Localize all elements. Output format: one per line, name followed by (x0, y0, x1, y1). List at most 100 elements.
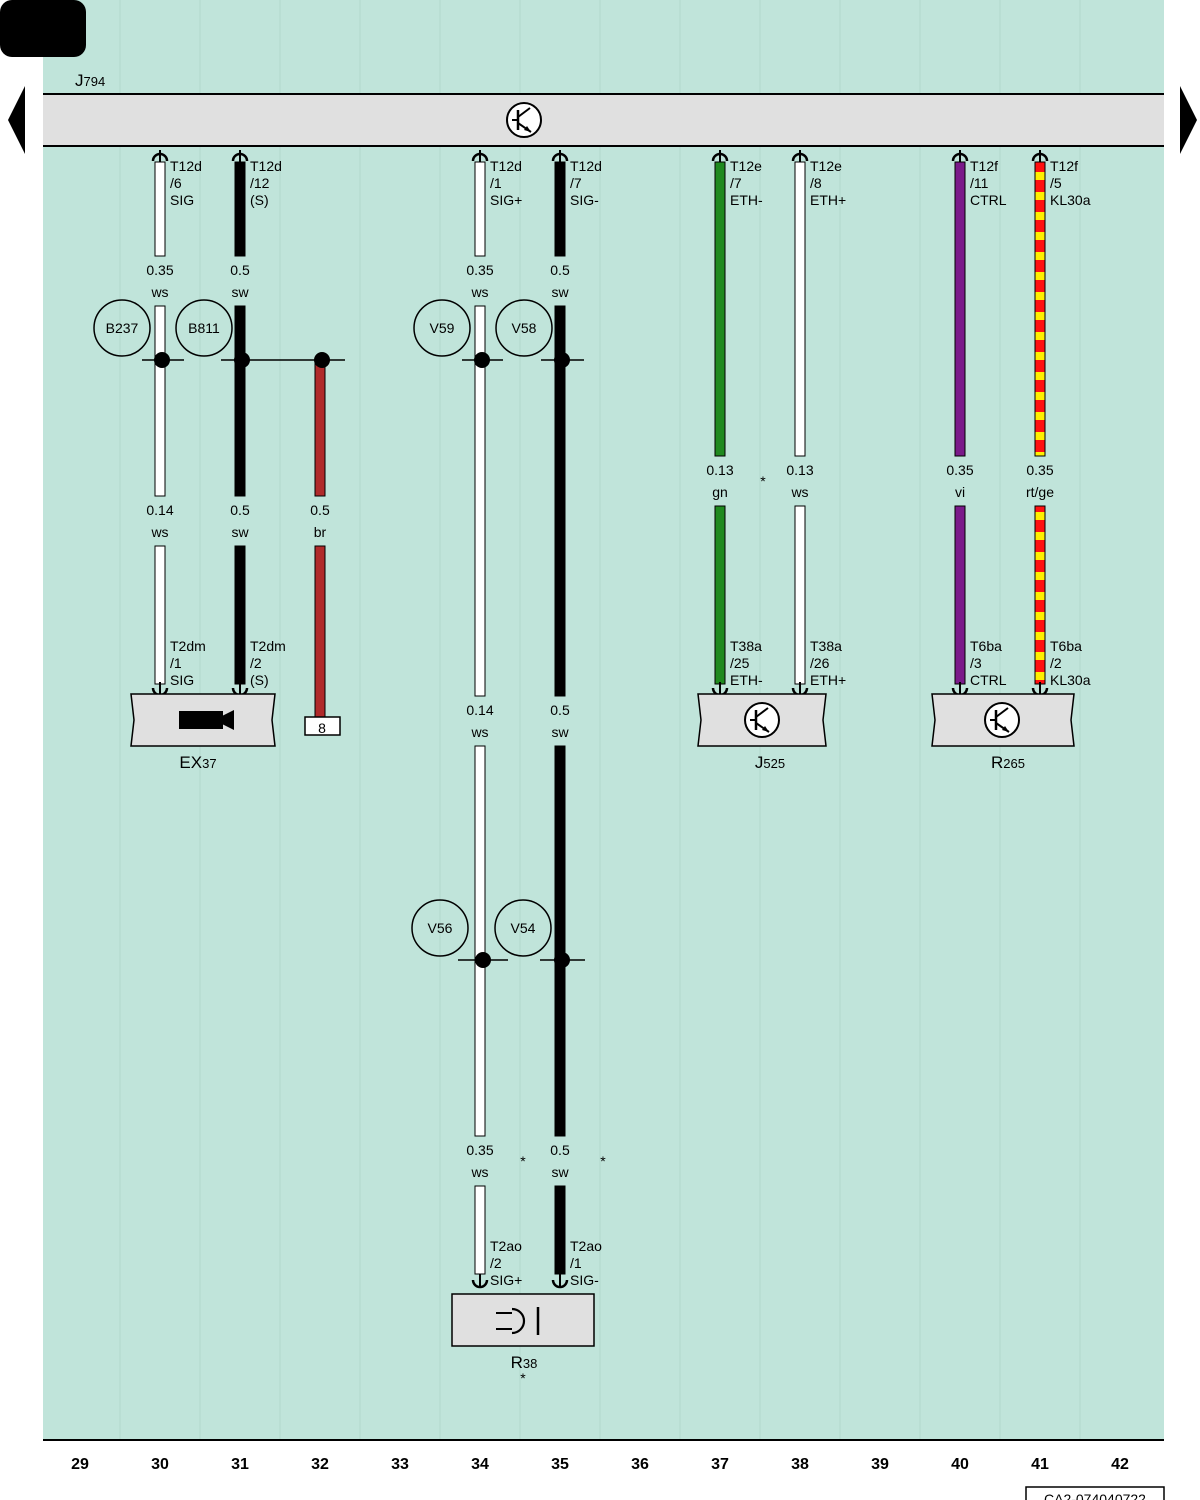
wire-segment[interactable] (1034, 505, 1046, 685)
wire-segment[interactable] (234, 161, 246, 257)
wire-37-size: 0.13 (706, 462, 733, 478)
wire-31-a-color: sw (231, 284, 249, 300)
wire-30-a-size: 0.35 (146, 262, 173, 278)
splice-dot[interactable] (475, 952, 491, 968)
wire-30-a-color: ws (150, 284, 168, 300)
bottom-pin-31-connector: T2dm (250, 638, 286, 654)
splice-dot[interactable] (474, 352, 490, 368)
column-number: 38 (791, 1456, 809, 1473)
wire-38-color: ws (790, 484, 808, 500)
transistor-icon (506, 102, 542, 138)
top-pin-38-connector: T12e (810, 158, 842, 174)
camera-icon (179, 710, 234, 730)
wire-segment[interactable] (234, 545, 246, 685)
wire-35-a-size: 0.5 (550, 262, 570, 278)
bottom-pin-31-signal: (S) (250, 672, 269, 688)
connector-symbol (471, 1279, 489, 1289)
wire-segment[interactable] (794, 161, 806, 457)
footnote-marker: * (600, 1153, 606, 1169)
bottom-pin-37-pin: /25 (730, 655, 750, 671)
bottom-pin-38-connector: T38a (810, 638, 842, 654)
wire-31-b-size: 0.5 (230, 502, 250, 518)
controller-number: 794 (84, 74, 106, 89)
top-pin-38-signal: ETH+ (810, 192, 846, 208)
junction-v56[interactable]: V56 (411, 899, 469, 957)
wire-segment[interactable] (234, 305, 246, 497)
header-badge (0, 0, 86, 57)
column-number: 32 (311, 1456, 329, 1473)
top-pin-31-signal: (S) (250, 192, 269, 208)
wire-segment[interactable] (954, 505, 966, 685)
bottom-pin-30-signal: SIG (170, 672, 194, 688)
junction-b811[interactable]: B811 (175, 299, 233, 357)
component-r38[interactable]: R38 (451, 1293, 595, 1372)
column-number: 36 (631, 1456, 649, 1473)
top-pin-40-pin: /11 (970, 175, 989, 191)
wire-segment[interactable] (474, 305, 486, 697)
node-label-b811: B811 (188, 320, 220, 336)
next-page-arrow[interactable] (1180, 86, 1197, 154)
top-pin-30-pin: /6 (170, 175, 182, 191)
wire-35-c-color: sw (551, 1164, 569, 1180)
top-pin-37-connector: T12e (730, 158, 762, 174)
top-pin-34-signal: SIG+ (490, 192, 522, 208)
bottom-pin-37-connector: T38a (730, 638, 762, 654)
node-label-v56: V56 (428, 920, 453, 936)
ground-terminal[interactable] (304, 716, 341, 736)
component-j525[interactable]: J525 (697, 693, 827, 772)
wire-segment[interactable] (554, 305, 566, 697)
top-pin-41-pin: /5 (1050, 175, 1062, 191)
wire-segment[interactable] (714, 505, 726, 685)
wire-segment[interactable] (154, 305, 166, 497)
wire-38-size: 0.13 (786, 462, 813, 478)
component-label-r38: R38 (511, 1353, 538, 1372)
splice-dot[interactable] (554, 352, 570, 368)
previous-page-arrow[interactable] (8, 86, 25, 154)
junction-v54[interactable]: V54 (494, 899, 552, 957)
wire-segment[interactable] (554, 1185, 566, 1275)
junction-b237[interactable]: B237 (93, 299, 151, 357)
splice-dot[interactable] (234, 352, 250, 368)
splice-dot[interactable] (154, 352, 170, 368)
component-label-ex37: EX37 (179, 753, 216, 772)
doc-code-box (1025, 1486, 1165, 1500)
wire-segment[interactable] (714, 161, 726, 457)
junction-v59[interactable]: V59 (413, 299, 471, 357)
splice-dot[interactable] (314, 352, 330, 368)
top-pin-40-signal: CTRL (970, 192, 1007, 208)
wire-segment[interactable] (1034, 161, 1046, 457)
bottom-pin-35-connector: T2ao (570, 1238, 602, 1254)
wire-segment[interactable] (474, 1185, 486, 1275)
footnote-marker: * (520, 1370, 526, 1386)
wire-segment[interactable] (474, 161, 486, 257)
wire-30-b-size: 0.14 (146, 502, 173, 518)
wire-segment[interactable] (154, 161, 166, 257)
splice-dot[interactable] (554, 952, 570, 968)
wire-segment[interactable] (474, 745, 486, 1137)
junction-v58[interactable]: V58 (495, 299, 553, 357)
top-pin-35-pin: /7 (570, 175, 582, 191)
wire-segment[interactable] (314, 359, 326, 497)
column-number: 34 (471, 1456, 489, 1473)
wire-41-size: 0.35 (1026, 462, 1053, 478)
wire-segment[interactable] (954, 161, 966, 457)
bottom-pin-37-signal: ETH- (730, 672, 763, 688)
column-number: 37 (711, 1456, 729, 1473)
bottom-pin-40-signal: CTRL (970, 672, 1007, 688)
wire-segment[interactable] (554, 745, 566, 1137)
bottom-pin-34-connector: T2ao (490, 1238, 522, 1254)
component-ex37[interactable]: EX37 (130, 693, 276, 772)
wire-segment[interactable] (794, 505, 806, 685)
wire-segment[interactable] (554, 161, 566, 257)
wire-31-a-size: 0.5 (230, 262, 250, 278)
top-pin-41-connector: T12f (1050, 158, 1078, 174)
wire-35-c-size: 0.5 (550, 1142, 570, 1158)
wire-34-a-color: ws (470, 284, 488, 300)
component-r265[interactable]: R265 (931, 693, 1075, 772)
wire-segment[interactable] (314, 545, 326, 718)
speaker-icon (496, 1307, 540, 1335)
wire-segment[interactable] (154, 545, 166, 685)
top-pin-31-pin: /12 (250, 175, 270, 191)
